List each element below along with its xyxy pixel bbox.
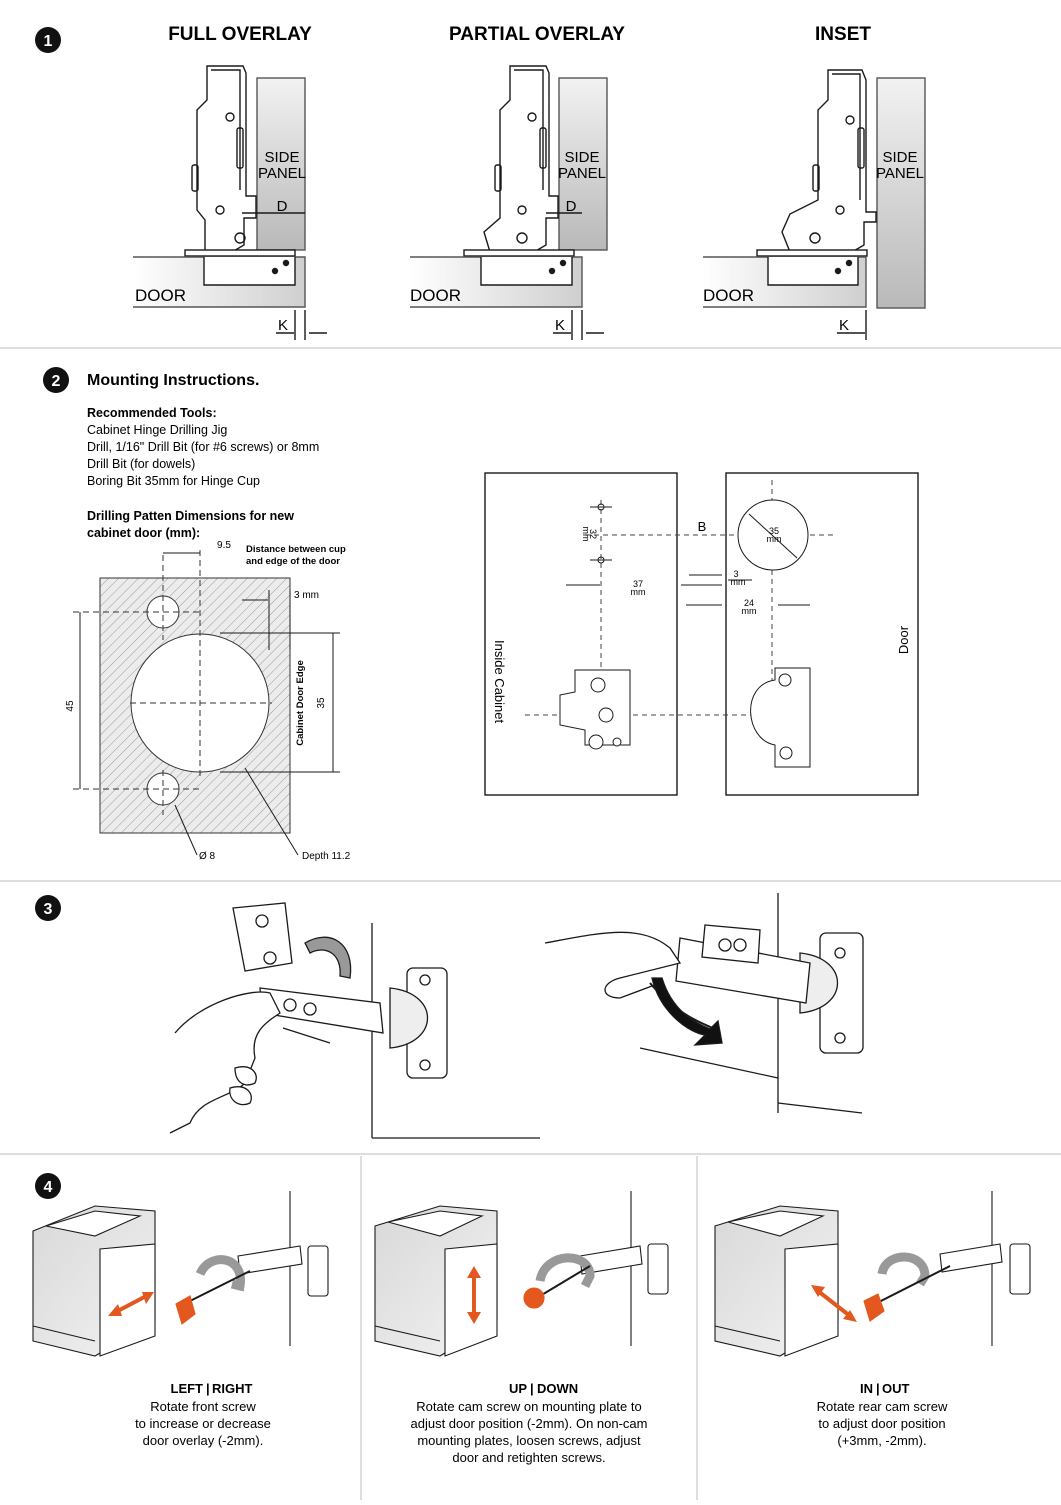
step-badge-4: 4 <box>35 1173 61 1199</box>
right-label: | <box>206 1381 210 1396</box>
separator: | <box>876 1381 880 1396</box>
tool-item: Drill, 1/16" Drill Bit (for #6 screws) o… <box>87 440 319 454</box>
down-label: DOWN <box>537 1381 578 1396</box>
section-mounting-instructions: 2 Mounting Instructions. Recommended Too… <box>0 350 1061 883</box>
full-overlay-title: FULL OVERLAY <box>168 24 312 45</box>
left-label: LEFT <box>171 1381 204 1396</box>
tool-item: Boring Bit 35mm for Hinge Cup <box>87 474 260 488</box>
depth-label: Depth 11.2 <box>302 851 351 862</box>
in-out-illustration <box>714 1191 1031 1357</box>
inset-title: INSET <box>815 24 871 45</box>
door-label-2: DOOR <box>410 286 461 305</box>
section-attach-hinge: 3 <box>0 883 1061 1156</box>
section-adjustments: 4 LEFT | RIGHT Rotate front screw to inc… <box>0 1156 1061 1500</box>
left-right-illustration <box>32 1191 329 1357</box>
hinge-attach-left <box>169 902 540 1139</box>
pattern-heading-1: Drilling Patten Dimensions for new <box>87 509 294 523</box>
out-label: OUT <box>882 1381 910 1396</box>
cup-note-2: and edge of the door <box>246 556 340 567</box>
section-overlay-types: 1 FULL OVERLAY SIDE PANEL D DOOR K PARTI… <box>0 0 1061 350</box>
in-out-desc: to adjust door position <box>818 1416 945 1431</box>
right-label: RIGHT <box>212 1381 253 1396</box>
left-right-desc: door overlay (-2mm). <box>143 1433 264 1448</box>
door-label-3: DOOR <box>703 286 754 305</box>
dim-3mm: 3 mm <box>294 590 319 601</box>
svg-text:4: 4 <box>44 1179 53 1196</box>
left-right-desc: Rotate front screw <box>150 1399 256 1414</box>
drilling-pattern <box>73 550 340 856</box>
up-down-desc: adjust door position (-2mm). On non-cam <box>411 1416 648 1431</box>
up-down-desc: mounting plates, loosen screws, adjust <box>417 1433 641 1448</box>
svg-text:1: 1 <box>44 33 53 50</box>
dim-24: 24 <box>744 598 754 608</box>
pattern-heading-2: cabinet door (mm): <box>87 526 200 540</box>
dim-k-1: K <box>278 317 288 334</box>
hinge-attach-right <box>544 893 864 1114</box>
full-overlay-diagram <box>133 65 327 340</box>
cup-note-1: Distance between cup <box>246 544 346 555</box>
dim-32-unit: mm <box>581 527 591 542</box>
side-panel-label-1a: SIDE <box>264 149 299 166</box>
side-panel-label-1b: PANEL <box>258 165 306 182</box>
up-down-desc: door and retighten screws. <box>452 1450 605 1465</box>
dim-3-unit: mm <box>731 577 746 587</box>
side-panel-label-2b: PANEL <box>558 165 606 182</box>
dim-24-unit: mm <box>742 606 757 616</box>
mounting-diagrams: 2 Mounting Instructions. Recommended Too… <box>0 367 1061 882</box>
door-template-label: Door <box>896 625 911 654</box>
cabinet-door-edge-label: Cabinet Door Edge <box>295 660 306 746</box>
dim-32: 32 <box>588 529 598 539</box>
in-label: IN <box>860 1381 873 1396</box>
partial-overlay-diagram <box>410 65 608 340</box>
in-out-arrow <box>816 1289 852 1318</box>
dim-37-unit: mm <box>631 587 646 597</box>
dim-d-2: D <box>566 198 577 215</box>
step-badge-2: 2 <box>43 367 69 393</box>
step-badge-3: 3 <box>35 895 61 921</box>
step-badge-1: 1 <box>35 27 61 53</box>
up-down-illustration <box>374 1191 669 1357</box>
mounting-heading: Mounting Instructions. <box>87 372 259 389</box>
tool-item: Cabinet Hinge Drilling Jig <box>87 423 227 437</box>
inset-diagram <box>703 69 926 340</box>
svg-text:3: 3 <box>44 901 53 918</box>
hole-diameter-label: Ø 8 <box>199 851 216 862</box>
dim-35-cup: 35 <box>769 526 779 536</box>
tool-item: Drill Bit (for dowels) <box>87 457 195 471</box>
dim-35: 35 <box>316 697 327 709</box>
side-panel-label-2a: SIDE <box>564 149 599 166</box>
in-out-desc: Rotate rear cam screw <box>817 1399 948 1414</box>
dim-k-2: K <box>555 317 565 334</box>
in-out-desc: (+3mm, -2mm). <box>837 1433 926 1448</box>
partial-overlay-title: PARTIAL OVERLAY <box>449 24 625 45</box>
dim-35-unit: mm <box>767 534 782 544</box>
dim-d-1: D <box>277 198 288 215</box>
inside-cabinet-label: Inside Cabinet <box>492 640 507 723</box>
left-right-desc: to increase or decrease <box>135 1416 271 1431</box>
up-label: UP <box>509 1381 527 1396</box>
dim-9-5: 9.5 <box>217 540 231 551</box>
up-down-desc: Rotate cam screw on mounting plate to <box>416 1399 641 1414</box>
overlay-diagrams: 1 FULL OVERLAY SIDE PANEL D DOOR K PARTI… <box>0 24 1061 349</box>
svg-text:2: 2 <box>52 373 61 390</box>
dim-3: 3 <box>733 569 738 579</box>
attach-illustrations: 3 <box>0 893 1061 1155</box>
dim-45: 45 <box>65 700 76 712</box>
tools-heading: Recommended Tools: <box>87 406 217 420</box>
door-label-1: DOOR <box>135 286 186 305</box>
side-panel-label-3a: SIDE <box>882 149 917 166</box>
dim-37: 37 <box>633 579 643 589</box>
separator: | <box>530 1381 534 1396</box>
dim-k-3: K <box>839 317 849 334</box>
side-panel-label-3b: PANEL <box>876 165 924 182</box>
mounting-template <box>484 472 919 796</box>
dim-b: B <box>698 519 707 534</box>
adjustment-panels: 4 LEFT | RIGHT Rotate front screw to inc… <box>32 1156 1031 1500</box>
